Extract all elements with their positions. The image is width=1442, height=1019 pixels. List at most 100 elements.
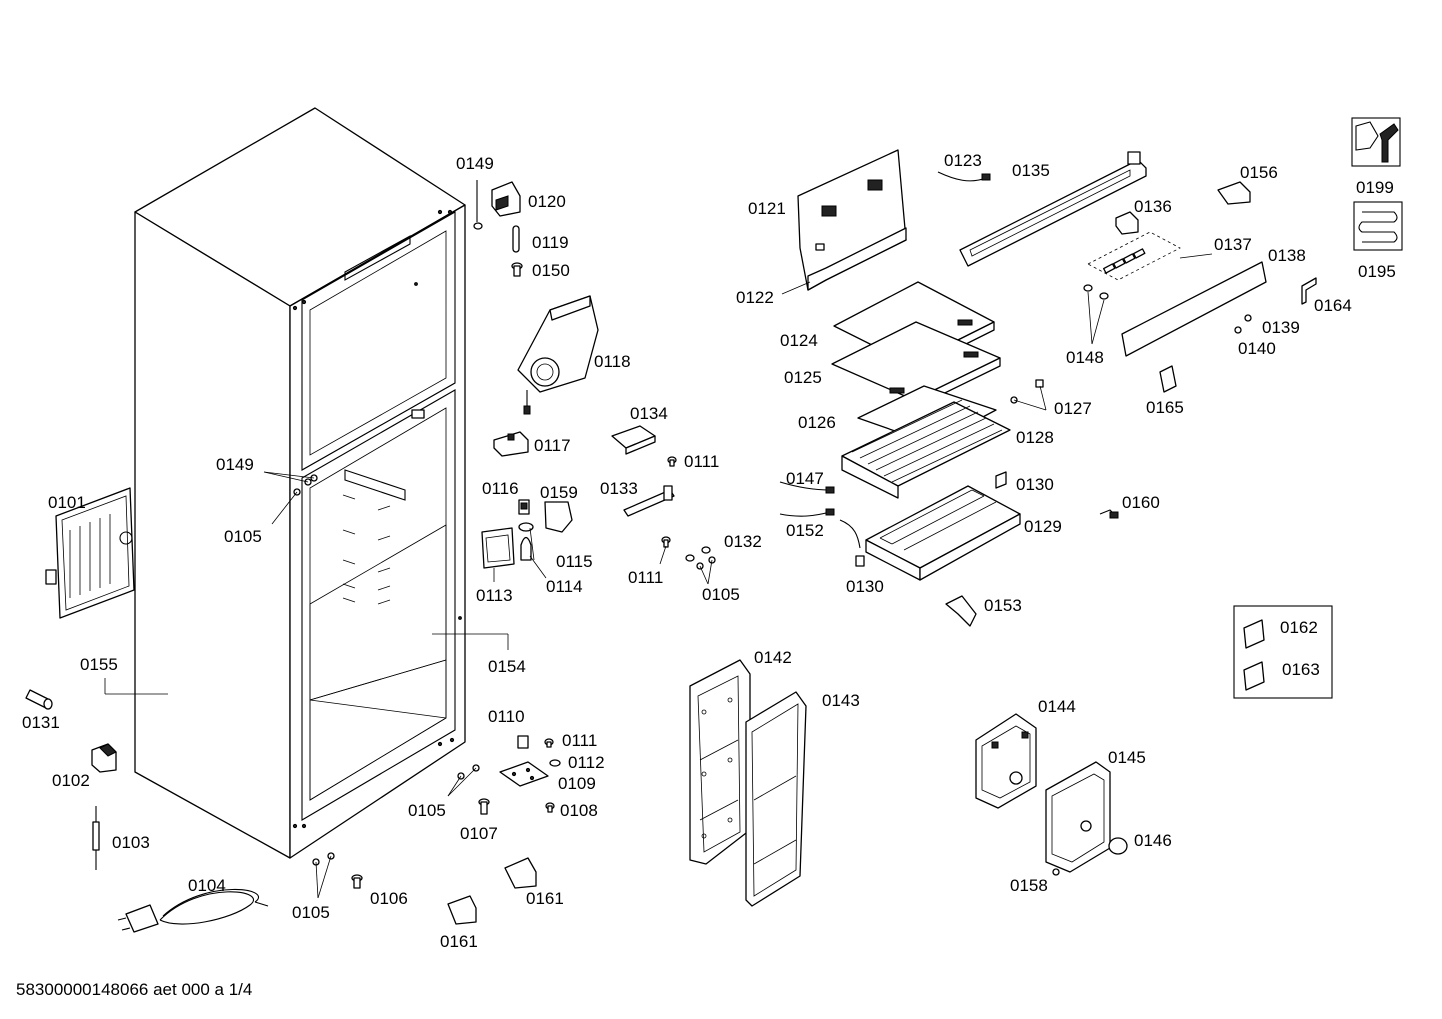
label-0156: 0156 [1240, 163, 1278, 182]
screw-0108[interactable] [545, 802, 555, 813]
hinge-block-0110[interactable] [517, 735, 529, 749]
buttons-0137[interactable] [1087, 231, 1181, 281]
label-0161: 0161 [440, 932, 478, 951]
rear-panel-0121[interactable] [797, 149, 907, 291]
evaporator-0128[interactable] [841, 399, 1011, 499]
back-panel-0101[interactable] [45, 487, 135, 619]
washer-0112[interactable] [549, 759, 561, 767]
label-0124: 0124 [780, 331, 818, 350]
spacer-0127[interactable] [1010, 379, 1044, 404]
label-0165: 0165 [1146, 398, 1184, 417]
label-0138: 0138 [1268, 246, 1306, 265]
bracket-0161-right[interactable] [504, 857, 537, 889]
cover-plate-0113[interactable] [481, 527, 515, 569]
label-0112: 0112 [568, 753, 605, 772]
screw-0111-mid[interactable] [661, 536, 671, 548]
clip-0164[interactable] [1301, 277, 1317, 305]
label-0163: 0163 [1282, 660, 1320, 679]
thermostat-0144[interactable] [975, 713, 1037, 809]
clip-0165[interactable] [1159, 365, 1177, 393]
label-0137: 0137 [1214, 235, 1252, 254]
wrench-icon[interactable] [1351, 117, 1401, 167]
holder-0116[interactable] [518, 499, 530, 515]
label-0107: 0107 [460, 824, 498, 843]
label-0144: 0144 [1038, 697, 1076, 716]
bracket-0161-left[interactable] [447, 895, 477, 925]
cover-0143[interactable] [745, 691, 807, 907]
label-0115: 0115 [556, 552, 593, 571]
duct-0142[interactable] [689, 659, 751, 865]
washer-0105-bottom[interactable] [457, 764, 480, 780]
label-0143: 0143 [822, 691, 860, 710]
label-0147: 0147 [786, 469, 824, 488]
label-0126: 0126 [798, 413, 836, 432]
connector-0131[interactable] [25, 689, 53, 710]
label-0118: 0118 [594, 352, 631, 371]
bracket-0120[interactable] [491, 181, 521, 217]
sensor-0103[interactable] [92, 806, 100, 870]
label-0159: 0159 [540, 483, 578, 502]
label-0111: 0111 [562, 731, 597, 750]
ring-0115[interactable] [518, 522, 534, 532]
screw-0132[interactable] [685, 546, 711, 562]
cabinet-0155[interactable] [134, 107, 466, 859]
control-panel-0135[interactable] [959, 151, 1147, 267]
label-0148: 0148 [1066, 348, 1104, 367]
label-0152: 0152 [786, 521, 824, 540]
screw-0111-right[interactable] [667, 456, 677, 467]
label-0109: 0109 [558, 774, 596, 793]
screw-0149-mid[interactable] [304, 474, 318, 486]
screw-0111-bottom[interactable] [544, 738, 554, 748]
fan-0118[interactable] [517, 295, 599, 415]
label-0104: 0104 [188, 876, 226, 895]
screw-0149-top[interactable] [473, 180, 483, 230]
label-0129: 0129 [1024, 517, 1062, 536]
block-0130-top[interactable] [995, 471, 1007, 489]
clip-0162[interactable] [1243, 619, 1265, 649]
hinge-0109[interactable] [499, 761, 549, 787]
connector-0136[interactable] [1115, 211, 1139, 235]
sensor-wire-0130[interactable] [839, 519, 865, 567]
nut-0140[interactable] [1234, 326, 1242, 334]
label-0114: 0114 [546, 577, 583, 596]
drain-0153[interactable] [945, 595, 977, 627]
bracket-0133[interactable] [623, 485, 675, 517]
screw-0139[interactable] [1244, 314, 1252, 322]
clip-0160[interactable] [1099, 509, 1119, 519]
wire-0152[interactable] [779, 508, 835, 517]
power-cord-0104[interactable] [117, 888, 269, 933]
label-0134: 0134 [630, 404, 668, 423]
clip-0163[interactable] [1243, 661, 1265, 691]
pin-0119[interactable] [512, 225, 520, 253]
label-0108: 0108 [560, 801, 598, 820]
switch-0117[interactable] [493, 431, 529, 457]
washer-0105-right[interactable] [696, 556, 716, 570]
heater-0129[interactable] [865, 485, 1021, 581]
cover-0134[interactable] [611, 425, 656, 455]
foot-0107[interactable] [478, 798, 490, 815]
label-0105: 0105 [702, 585, 740, 604]
screw-0158[interactable] [1052, 868, 1060, 876]
screw-0150[interactable] [511, 262, 523, 277]
trim-strip-0138[interactable] [1121, 261, 1267, 357]
leader-lines [104, 253, 1213, 899]
label-0153: 0153 [984, 596, 1022, 615]
wire-0123[interactable] [937, 171, 991, 182]
label-0154: 0154 [488, 657, 526, 676]
label-0105: 0105 [292, 903, 330, 922]
housing-0145[interactable] [1045, 761, 1111, 873]
label-0102: 0102 [52, 771, 90, 790]
knobs-0148[interactable] [1083, 284, 1109, 300]
part-0156[interactable] [1217, 181, 1251, 205]
wire-0147[interactable] [779, 481, 835, 494]
foot-0106[interactable] [351, 874, 363, 889]
label-0162: 0162 [1280, 618, 1318, 637]
label-0125: 0125 [784, 368, 822, 387]
knob-0146[interactable] [1108, 837, 1128, 855]
label-0136: 0136 [1134, 197, 1172, 216]
label-0130: 0130 [1016, 475, 1054, 494]
lamp-cover-0159[interactable] [544, 501, 573, 533]
lamp-0114[interactable] [520, 536, 532, 561]
clip-0102[interactable] [91, 743, 117, 773]
coil-icon[interactable] [1353, 201, 1403, 251]
